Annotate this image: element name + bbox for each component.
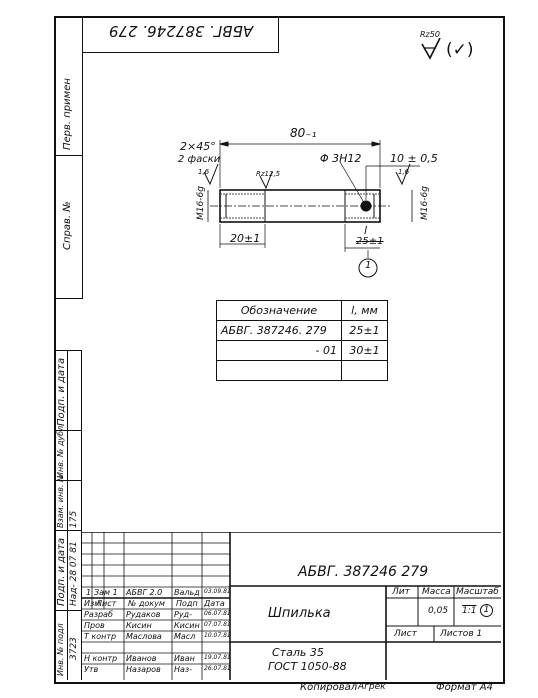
hole-label: Φ 3Н12 — [320, 152, 362, 165]
signer-sign: Иван — [174, 654, 195, 663]
roughness-paren: (✓) — [446, 40, 474, 60]
left-strip-lower — [54, 350, 82, 680]
massa-label: Масса — [422, 587, 451, 597]
listov-label: Листов 1 — [440, 629, 483, 639]
header-row-cell: Лист — [96, 599, 117, 608]
vzam-inv-label: Взам. инв. № — [56, 473, 65, 528]
masshtab-label: Масштаб — [456, 587, 499, 597]
ra-right: 1,6 — [398, 168, 410, 176]
change-row-cell: 03.09.81 — [204, 588, 231, 595]
l-value: 25±1 — [356, 236, 384, 247]
change-row-cell: Зам 1 — [94, 588, 118, 597]
table-header-row: Обозначение l, мм — [216, 300, 388, 321]
change-row-cell: Вальд — [174, 588, 200, 597]
chamfer-label: 2×45° — [180, 140, 216, 153]
rz-mid: Rz12,5 — [256, 170, 281, 178]
inv-podl-value: 3723 — [69, 637, 79, 660]
l-label: l — [364, 224, 368, 237]
header-row-cell: Дата — [204, 599, 225, 608]
table-cell: 25±1 — [341, 320, 388, 341]
table-row: - 01 30±1 — [216, 340, 388, 361]
top-designation: АБВГ. 387246. 279 — [108, 22, 254, 40]
dim-right: 10 ± 0,5 — [390, 152, 438, 165]
thread-left: М16-6g — [196, 186, 206, 220]
signer-role: Пров — [84, 621, 105, 630]
chamfer-note: 2 фаски — [178, 154, 221, 165]
table-cell: - 01 — [216, 340, 342, 361]
format-label: Формат А4 — [436, 682, 493, 693]
signer-date: 06.07.81 — [204, 610, 231, 617]
podp-data-value: Над- 28 07 81 — [69, 541, 79, 606]
variants-table: Обозначение l, мм АБВГ. 387246. 279 25±1… — [216, 300, 388, 381]
material-line-1: Сталь 35 — [272, 646, 324, 659]
signer-date: 10.07.81 — [204, 632, 231, 639]
circle-1-label: 1 — [480, 604, 493, 617]
signer-role: Н контр — [84, 654, 118, 663]
header-row-cell: № докум — [128, 599, 165, 608]
part-drawing — [203, 140, 420, 278]
perv-primen-label: Перв. примен — [62, 78, 73, 150]
signer-role: Утв — [84, 665, 99, 674]
kopiroval-signature: Агрек — [358, 682, 386, 692]
list-label: Лист — [394, 629, 417, 639]
table-header: Обозначение — [216, 300, 342, 321]
mass-value: 0,05 — [428, 606, 449, 616]
dim-total: 80₋₁ — [290, 126, 317, 140]
table-cell: АБВГ. 387246. 279 — [216, 320, 342, 341]
inv-dubl-label: Инв. № дубл — [56, 425, 65, 478]
top-designation-box — [82, 16, 279, 53]
signer-date: 07.07.81 — [204, 621, 231, 628]
podp-data-label: Подп. и дата — [56, 357, 67, 426]
title-name: Шпилька — [268, 606, 331, 621]
signer-sign: Наз- — [174, 665, 193, 674]
sprav-no-label: Справ. № — [62, 201, 73, 250]
material-line-2: ГОСТ 1050-88 — [268, 660, 347, 673]
signer-name: Иванов — [126, 654, 157, 663]
roughness-mark: Rz50 — [420, 30, 440, 39]
left-strip-divider — [54, 155, 83, 156]
roughness-check-icon — [421, 38, 441, 60]
header-row-cell: Подп — [176, 599, 198, 608]
table-row — [216, 360, 388, 381]
signer-name: Рудаков — [126, 610, 161, 619]
title-block — [82, 532, 501, 680]
header-row-cell: Изм — [84, 599, 101, 608]
change-row-cell: 1 — [86, 588, 92, 597]
podp-data-label-2: Подп. и дата — [56, 537, 67, 606]
title-designation: АБВГ. 387246 279 — [298, 564, 429, 580]
left-strip-upper — [54, 16, 83, 298]
scale-value: 1:1 — [462, 606, 477, 616]
table-cell — [216, 360, 342, 381]
lit-label: Лит — [392, 587, 410, 597]
left-strip-divider — [54, 298, 83, 299]
signer-date: 19.07.81 — [204, 654, 231, 661]
signer-role: Т контр — [84, 632, 117, 641]
kopiroval-label: Копировал — [300, 682, 358, 693]
signer-sign: Кисин — [174, 621, 200, 630]
table-row: АБВГ. 387246. 279 25±1 — [216, 320, 388, 341]
table-header: l, мм — [341, 300, 388, 321]
change-row-cell: АБВГ 2.0 — [126, 588, 163, 597]
signer-name: Маслова — [126, 632, 162, 641]
signer-name: Кисин — [126, 621, 152, 630]
signer-sign: Руд- — [174, 610, 192, 619]
signer-date: 26.07.81 — [204, 665, 231, 672]
signer-name: Назаров — [126, 665, 161, 674]
dim-left: 20±1 — [230, 232, 261, 245]
signer-role: Разраб — [84, 610, 113, 619]
signer-sign: Масл — [174, 632, 196, 641]
table-cell: 30±1 — [341, 340, 388, 361]
inv-podl-label: Инв. № подл — [56, 623, 65, 676]
ra-left: 1,6 — [198, 168, 210, 176]
thread-right: М16-6g — [420, 186, 430, 220]
table-cell — [341, 360, 388, 381]
callout-number: 1 — [365, 260, 372, 271]
vzam-inv-value: 175 — [69, 510, 79, 528]
